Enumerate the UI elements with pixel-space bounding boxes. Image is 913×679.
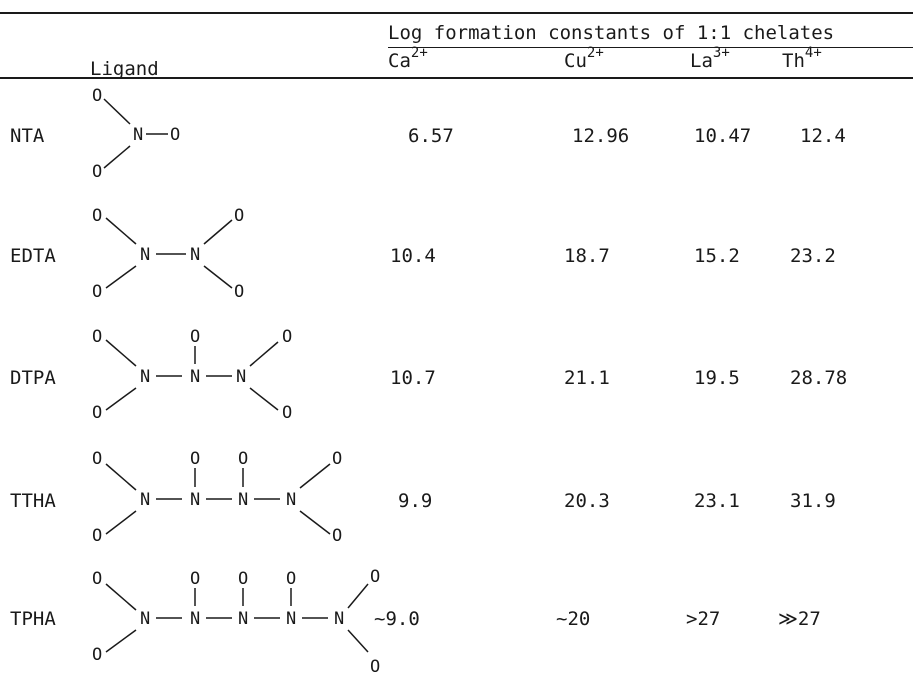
atom-n: N: [140, 490, 150, 510]
atom-n: N: [286, 490, 296, 510]
col-header-th: Th4+: [782, 45, 822, 72]
atom-o: O: [92, 206, 102, 226]
atom-n: N: [190, 245, 200, 265]
ligand-name-dtpa: DTPA: [10, 367, 56, 389]
atom-n: N: [190, 367, 200, 387]
atom-o: O: [92, 526, 102, 546]
value-tpha-cu: ~20: [556, 608, 591, 630]
value-dtpa-la: 19.5: [694, 367, 740, 389]
atom-o: O: [190, 449, 200, 469]
atom-o: O: [234, 206, 244, 226]
atom-n: N: [140, 609, 150, 629]
atom-o: O: [170, 125, 180, 145]
atom-o: O: [332, 526, 342, 546]
atom-n: N: [334, 609, 344, 629]
atom-n: N: [190, 609, 200, 629]
atom-n: N: [238, 609, 248, 629]
atom-o: O: [92, 449, 102, 469]
group-underline: [388, 47, 913, 48]
atom-n: N: [140, 367, 150, 387]
header-rule: [0, 77, 913, 79]
atom-o: O: [92, 403, 102, 423]
structure-nta: O N O O: [92, 86, 180, 182]
value-tpha-la: >27: [686, 608, 721, 630]
structure-tpha: O N O N O N O N N O O O: [92, 567, 380, 677]
value-nta-cu: 12.96: [572, 125, 630, 147]
value-edta-th: 23.2: [790, 245, 836, 267]
atom-n: N: [236, 367, 246, 387]
structure-edta: O N N O O O: [92, 206, 244, 302]
top-rule: [0, 12, 913, 14]
value-ttha-th: 31.9: [790, 490, 836, 512]
atom-o: O: [92, 162, 102, 182]
atom-o: O: [238, 569, 248, 589]
atom-o: O: [234, 282, 244, 302]
value-nta-la: 10.47: [694, 125, 752, 147]
value-ttha-cu: 20.3: [564, 490, 610, 512]
col-header-ca: Ca2+: [388, 45, 428, 72]
value-edta-la: 15.2: [694, 245, 740, 267]
value-ttha-ca: 9.9: [398, 490, 433, 512]
formation-constants-header: Log formation constants of 1:1 chelates: [388, 22, 835, 44]
atom-n: N: [140, 245, 150, 265]
value-tpha-ca: ~9.0: [374, 608, 420, 630]
value-dtpa-ca: 10.7: [390, 367, 436, 389]
atom-o: O: [286, 569, 296, 589]
value-nta-ca: 6.57: [408, 125, 454, 147]
value-dtpa-cu: 21.1: [564, 367, 610, 389]
atom-o: O: [92, 282, 102, 302]
atom-o: O: [92, 327, 102, 347]
value-edta-cu: 18.7: [564, 245, 610, 267]
atom-o: O: [190, 327, 200, 347]
structure-ttha: O N O N O N N O O O: [92, 449, 342, 546]
atom-o: O: [190, 569, 200, 589]
ligand-name-edta: EDTA: [10, 245, 56, 267]
ligand-column-header: Ligand: [90, 58, 159, 80]
ligand-name-tpha: TPHA: [10, 608, 56, 630]
atom-o: O: [238, 449, 248, 469]
atom-o: O: [282, 327, 292, 347]
col-header-la: La3+: [690, 45, 730, 72]
atom-n: N: [286, 609, 296, 629]
atom-o: O: [92, 569, 102, 589]
col-header-cu: Cu2+: [564, 45, 604, 72]
structure-dtpa: O N O N N O O O: [92, 327, 292, 423]
atom-o: O: [282, 403, 292, 423]
atom-o: O: [370, 567, 380, 587]
atom-o: O: [370, 657, 380, 677]
atom-o: O: [332, 449, 342, 469]
atom-n: N: [133, 125, 143, 145]
value-edta-ca: 10.4: [390, 245, 436, 267]
atom-n: N: [190, 490, 200, 510]
value-tpha-th: ≫27: [778, 608, 821, 630]
ligand-name-nta: NTA: [10, 125, 45, 147]
atom-o: O: [92, 86, 102, 106]
ligand-name-ttha: TTHA: [10, 490, 56, 512]
value-nta-th: 12.4: [800, 125, 846, 147]
atom-o: O: [92, 645, 102, 665]
value-ttha-la: 23.1: [694, 490, 740, 512]
atom-n: N: [238, 490, 248, 510]
value-dtpa-th: 28.78: [790, 367, 848, 389]
